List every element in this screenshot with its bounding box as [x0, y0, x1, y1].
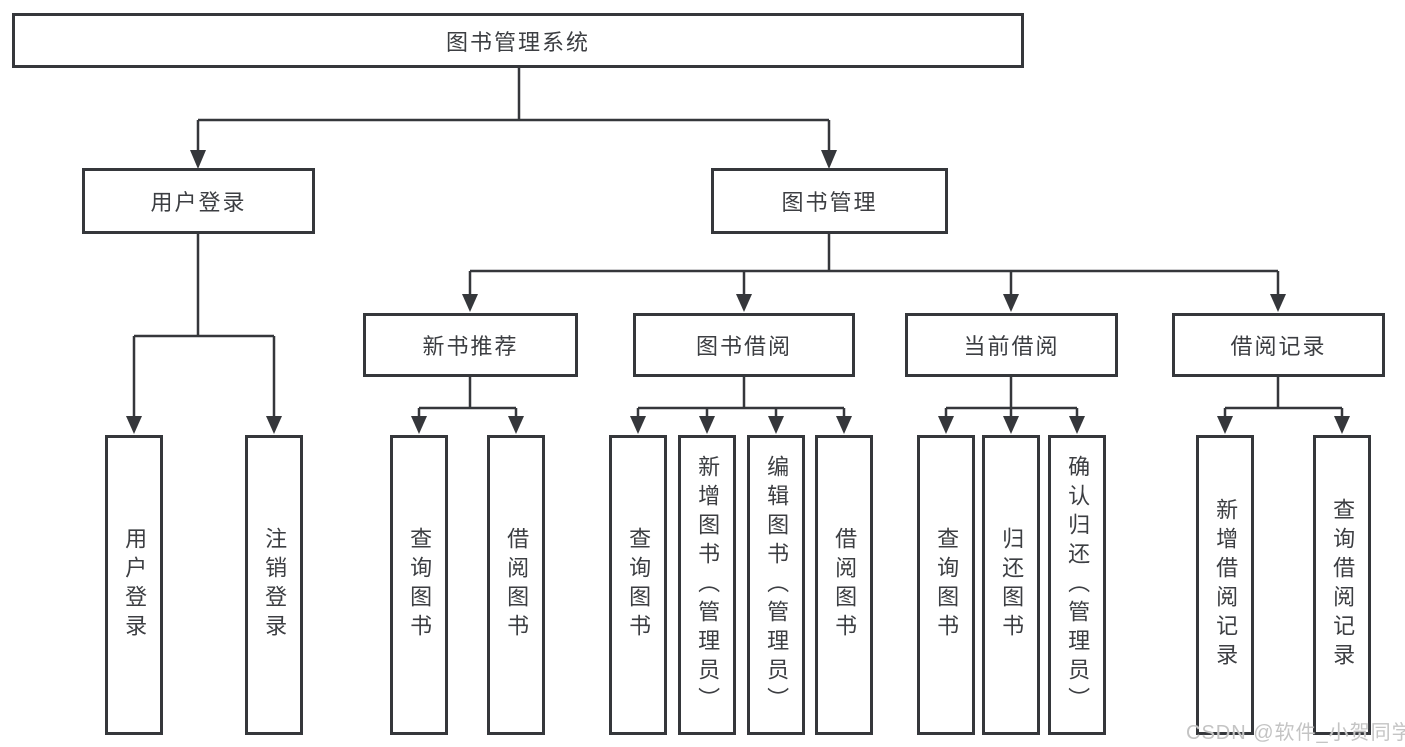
leaf-add-book-admin: 新增图书（管理员） [678, 435, 736, 735]
leaf-query-books-recommend: 查询图书 [390, 435, 448, 735]
leaf-borrow-books-recommend: 借阅图书 [487, 435, 545, 735]
node-new-book-recommend: 新书推荐 [363, 313, 578, 377]
node-borrow-records: 借阅记录 [1172, 313, 1385, 377]
watermark-text: CSDN @软件_小贺同学 [1186, 722, 1405, 744]
leaf-edit-book-admin: 编辑图书（管理员） [747, 435, 805, 735]
leaf-query-books-current: 查询图书 [917, 435, 975, 735]
leaf-confirm-return-admin: 确认归还（管理员） [1048, 435, 1106, 735]
leaf-return-books: 归还图书 [982, 435, 1040, 735]
node-current-borrow: 当前借阅 [905, 313, 1118, 377]
leaf-query-borrow-record: 查询借阅记录 [1313, 435, 1371, 735]
arrowheads [126, 150, 1350, 434]
leaf-logout-login: 注销登录 [245, 435, 303, 735]
leaf-borrow-books: 借阅图书 [815, 435, 873, 735]
leaf-add-borrow-record: 新增借阅记录 [1196, 435, 1254, 735]
leaf-query-books-borrow: 查询图书 [609, 435, 667, 735]
node-book-borrow: 图书借阅 [633, 313, 855, 377]
node-book-management: 图书管理 [711, 168, 948, 234]
node-user-login: 用户登录 [82, 168, 315, 234]
leaf-user-login: 用户登录 [105, 435, 163, 735]
node-root: 图书管理系统 [12, 13, 1024, 68]
